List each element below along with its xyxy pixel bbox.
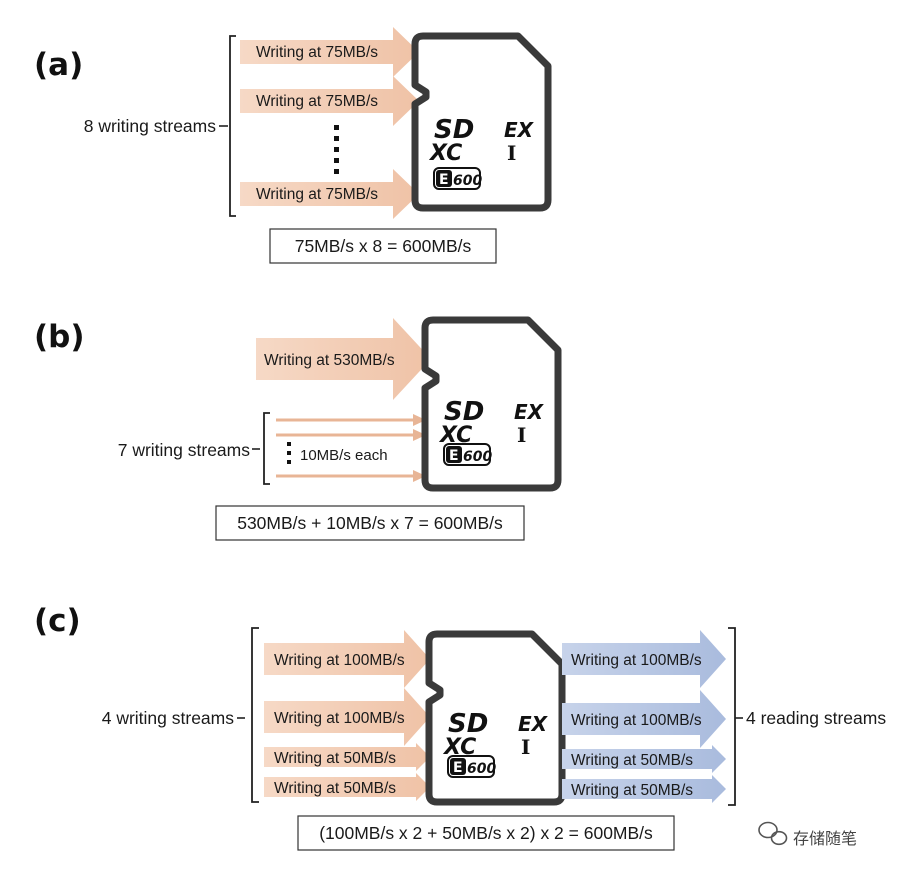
panel-c-read-arrow-4-label: Writing at 50MB/s (571, 782, 693, 799)
panel-c-write-arrow-1: Writing at 100MB/s (264, 630, 430, 688)
panel-a-sd-card: SD XC EX I E 600 (411, 32, 552, 212)
panel-a-group-label: 8 writing streams (84, 116, 217, 136)
perf-mark-icon: E (453, 760, 463, 776)
panel-a-arrow-2: Writing at 75MB/s (240, 76, 419, 126)
panel-c-read-arrow-1: Writing at 100MB/s (562, 630, 726, 688)
ex-logo-text: EX (504, 118, 535, 142)
panel-c-write-arrow-3: Writing at 50MB/s (264, 743, 430, 771)
panel-b-equation-box: 530MB/s + 10MB/s x 7 = 600MB/s (215, 505, 525, 541)
panel-a-arrow-2-label: Writing at 75MB/s (256, 93, 378, 110)
watermark: 存储随笔 (758, 821, 857, 848)
sd-logo-text: SD (444, 397, 484, 427)
panel-a-equation: 75MB/s x 8 = 600MB/s (295, 236, 472, 256)
panel-c-left-bracket (251, 627, 259, 803)
panel-c-label: (c) (34, 603, 81, 639)
panel-a-arrow-1-label: Writing at 75MB/s (256, 44, 378, 61)
ex-logo-text: EX (514, 400, 545, 424)
perf-mark-icon: E (449, 448, 459, 464)
panel-a-equation-box: 75MB/s x 8 = 600MB/s (269, 228, 497, 264)
panel-c-write-arrow-1-label: Writing at 100MB/s (274, 652, 405, 669)
panel-b-big-arrow-label: Writing at 530MB/s (264, 352, 395, 369)
panel-c-write-arrow-3-label: Writing at 50MB/s (274, 750, 396, 767)
perf-value: 600 (453, 173, 482, 189)
panel-b-ellipsis (287, 442, 291, 464)
panel-a: (a) 8 writing streams Writing at 75MB/s … (34, 27, 552, 264)
wechat-icon (758, 821, 788, 846)
panel-a-arrow-1: Writing at 75MB/s (240, 27, 419, 77)
panel-c-write-arrow-4: Writing at 50MB/s (264, 773, 430, 801)
sd-card-outline (411, 32, 552, 212)
panel-c-write-arrow-4-label: Writing at 50MB/s (274, 780, 396, 797)
panel-c-sd-card: SD XC EX I E 600 (425, 630, 566, 806)
panel-c-read-arrow-1-label: Writing at 100MB/s (571, 652, 702, 669)
panel-c-right-group-label: 4 reading streams (746, 708, 886, 728)
panel-a-label: (a) (34, 47, 83, 83)
ex-logo-text: EX (518, 712, 549, 736)
panel-b-equation: 530MB/s + 10MB/s x 7 = 600MB/s (237, 513, 503, 533)
panel-b-label: (b) (34, 319, 85, 355)
panel-a-arrow-3-label: Writing at 75MB/s (256, 186, 378, 203)
xc-logo-text: XC (428, 141, 462, 166)
panel-c-read-arrow-3: Writing at 50MB/s (562, 745, 726, 773)
panel-c-read-arrow-2: Writing at 100MB/s (562, 690, 726, 748)
panel-c-read-arrow-3-label: Writing at 50MB/s (571, 752, 693, 769)
perf-value: 600 (463, 449, 492, 465)
panel-b: (b) Writing at 530MB/s 7 writing streams… (34, 316, 562, 541)
bus-roman-text: I (507, 141, 516, 165)
bus-roman-text: I (521, 735, 530, 759)
panel-c-read-arrow-4: Writing at 50MB/s (562, 775, 726, 803)
panel-b-thin-arrows (276, 414, 426, 482)
panel-c-equation-box: (100MB/s x 2 + 50MB/s x 2) x 2 = 600MB/s (297, 815, 675, 851)
panel-a-ellipsis (334, 125, 339, 174)
panel-b-big-arrow: Writing at 530MB/s (256, 318, 431, 400)
panel-c: (c) 4 writing streams Writing at 100MB/s… (34, 603, 886, 851)
panel-c-equation: (100MB/s x 2 + 50MB/s x 2) x 2 = 600MB/s (319, 823, 653, 843)
panel-b-small-label: 10MB/s each (300, 447, 388, 464)
panel-c-write-arrow-2: Writing at 100MB/s (264, 688, 430, 746)
panel-c-right-bracket (728, 627, 736, 806)
watermark-text: 存储随笔 (793, 829, 857, 848)
panel-c-read-arrow-2-label: Writing at 100MB/s (571, 712, 702, 729)
panel-a-arrow-3: Writing at 75MB/s (240, 169, 419, 219)
panel-b-sd-card: SD XC EX I E 600 (421, 316, 562, 492)
panel-a-bracket (229, 35, 236, 217)
panel-b-bracket (263, 412, 270, 485)
perf-mark-icon: E (439, 172, 449, 188)
sd-logo-text: SD (448, 709, 488, 739)
panel-b-group-label: 7 writing streams (118, 440, 251, 460)
sd-logo-text: SD (434, 115, 474, 145)
panel-c-left-group-label: 4 writing streams (102, 708, 235, 728)
bus-roman-text: I (517, 423, 526, 447)
perf-value: 600 (467, 761, 496, 777)
panel-c-write-arrow-2-label: Writing at 100MB/s (274, 710, 405, 727)
